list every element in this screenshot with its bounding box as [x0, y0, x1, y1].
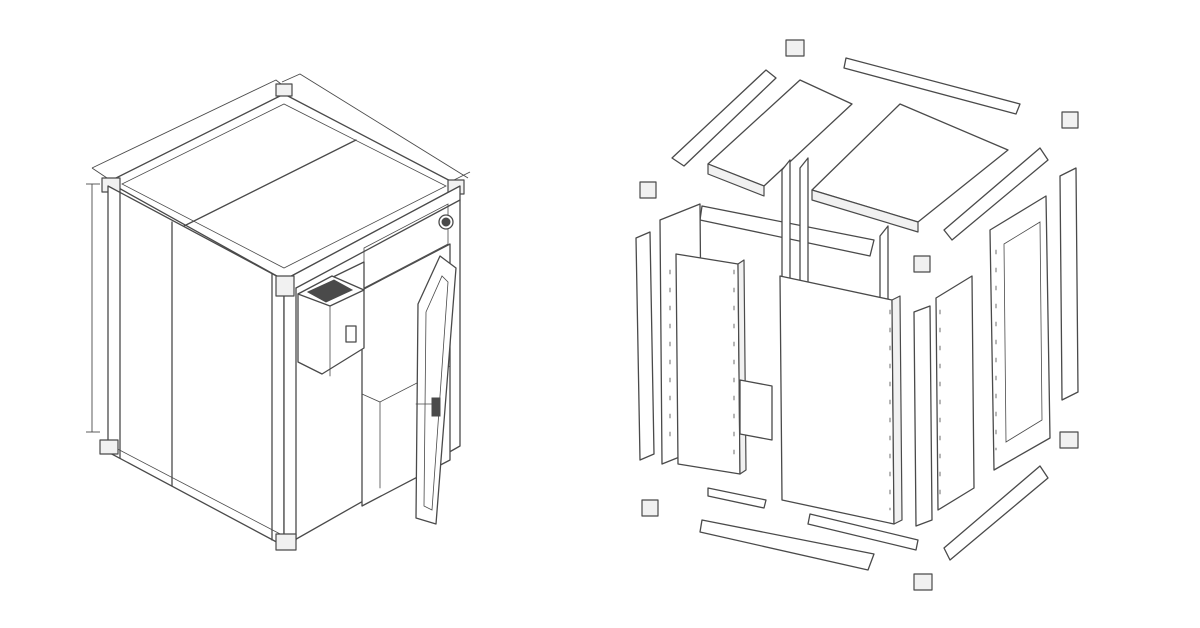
open-door: [415, 255, 457, 525]
roof-panels: [707, 79, 1009, 233]
door-handle: [431, 397, 441, 417]
corner-cap: [275, 533, 297, 551]
floor-frame-profiles: [699, 465, 1049, 571]
left-wall-panels: [635, 203, 773, 475]
panel-lock-marks: [669, 249, 997, 511]
corner-cap: [275, 83, 293, 97]
condenser-grille: [306, 279, 354, 303]
corner-cap: [99, 439, 119, 455]
exploded-cold-room-view: [635, 39, 1079, 591]
cold-room-left-wall: [99, 185, 285, 547]
corner-cap: [275, 275, 295, 297]
thermometer-icon: [438, 214, 454, 230]
right-wall-panels: [913, 167, 1079, 527]
corner-blocks: [639, 39, 1079, 591]
unit-control-box: [345, 325, 357, 343]
refrigeration-unit: [297, 261, 365, 377]
assembled-cold-room-view: [86, 73, 471, 551]
front-wall-panel: [779, 275, 903, 525]
